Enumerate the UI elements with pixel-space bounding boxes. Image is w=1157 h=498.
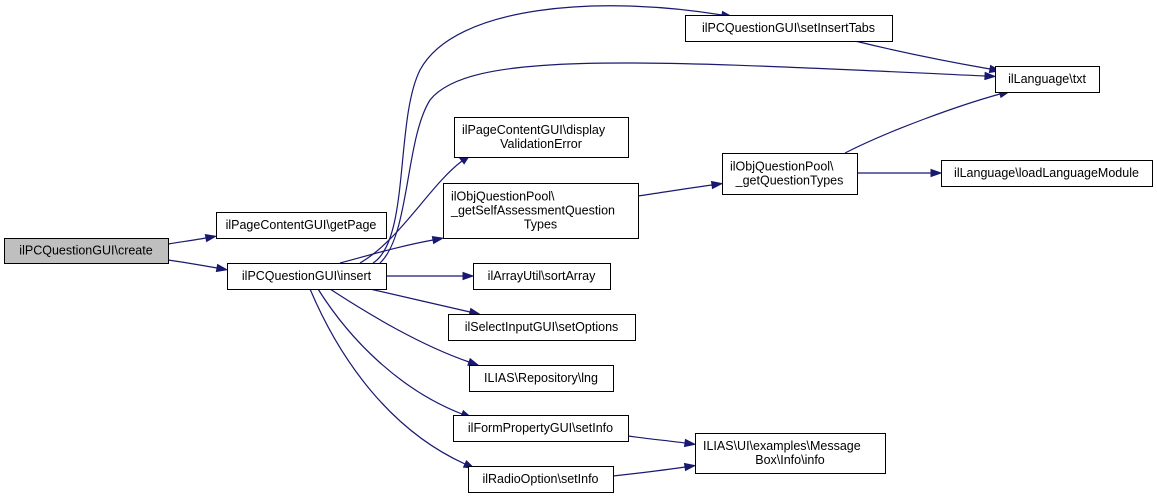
node-box[interactable]	[695, 433, 886, 474]
edge-line	[369, 288, 471, 313]
edge-line	[379, 62, 986, 264]
node-label: ilLanguage\loadLanguageModule	[954, 166, 1139, 180]
edge-line	[317, 288, 463, 415]
node-box[interactable]	[722, 153, 858, 195]
node-formSetInfo[interactable]: ilFormPropertyGUI\setInfo	[453, 415, 629, 442]
node-label: ilPCQuestionGUI\insert	[242, 269, 372, 283]
node-label: ilPCQuestionGUI\create	[19, 244, 152, 258]
node-box[interactable]	[941, 160, 1153, 187]
edge-getQuestionTypes-to-txt	[844, 90, 1012, 154]
node-label: ilPageContentGUI\getPage	[226, 218, 377, 232]
node-label: ilObjQuestionPool\	[730, 160, 834, 174]
node-label: ilObjQuestionPool\	[451, 190, 555, 204]
node-box[interactable]	[443, 183, 639, 239]
edge-insert-to-getSelfAssessmentQuestionTypes	[339, 235, 445, 264]
edges-layer	[167, 5, 1012, 477]
node-label: _getQuestionTypes	[735, 174, 844, 188]
edge-formSetInfo-to-info	[627, 435, 697, 448]
edge-line	[612, 466, 686, 477]
node-setInsertTabs[interactable]: ilPCQuestionGUI\setInsertTabs	[685, 15, 893, 42]
node-box[interactable]	[685, 15, 893, 42]
node-box[interactable]	[4, 238, 169, 264]
node-label: ilLanguage\txt	[1008, 72, 1086, 86]
node-label: ILIAS\UI\examples\Message	[703, 439, 861, 453]
node-setOptions[interactable]: ilSelectInputGUI\setOptions	[448, 314, 636, 341]
node-box[interactable]	[227, 263, 387, 290]
arrowhead-icon	[683, 438, 697, 448]
arrowhead-icon	[710, 180, 724, 190]
arrowhead-icon	[431, 235, 445, 245]
node-label: ilPCQuestionGUI\setInsertTabs	[702, 21, 875, 35]
node-getQuestionTypes[interactable]: ilObjQuestionPool\_getQuestionTypes	[722, 153, 858, 195]
node-loadLanguageModule[interactable]: ilLanguage\loadLanguageModule	[941, 160, 1153, 187]
edge-line	[309, 288, 466, 465]
edge-line	[339, 239, 434, 264]
edge-insert-to-txt	[379, 62, 997, 264]
arrowhead-icon	[984, 71, 997, 81]
arrowhead-icon	[683, 462, 697, 472]
node-box[interactable]	[473, 263, 611, 290]
edge-radioSetInfo-to-info	[612, 462, 697, 477]
node-getSelfAssessmentQuestionTypes[interactable]: ilObjQuestionPool\_getSelfAssessmentQues…	[443, 183, 639, 239]
node-label: ilArrayUtil\sortArray	[488, 269, 596, 283]
arrowhead-icon	[930, 168, 943, 178]
node-label: ValidationError	[500, 137, 582, 151]
arrowhead-icon	[215, 263, 229, 273]
node-box[interactable]	[469, 365, 614, 392]
edge-line	[627, 435, 686, 444]
arrowhead-icon	[467, 357, 480, 366]
node-box[interactable]	[454, 117, 629, 158]
node-box[interactable]	[468, 466, 614, 493]
node-insert[interactable]: ilPCQuestionGUI\insert	[227, 263, 387, 290]
edge-setInsertTabs-to-txt	[854, 40, 1002, 74]
node-box[interactable]	[995, 66, 1100, 93]
edge-getQuestionTypes-to-loadLanguageModule	[857, 168, 943, 178]
node-label: ilPageContentGUI\display	[462, 123, 606, 137]
node-box[interactable]	[216, 212, 387, 239]
node-label: Box\Info\info	[755, 453, 825, 467]
node-box[interactable]	[453, 415, 629, 442]
node-label: ilFormPropertyGUI\setInfo	[468, 421, 613, 435]
node-radioSetInfo[interactable]: ilRadioOption\setInfo	[468, 466, 614, 493]
edge-line	[167, 237, 207, 245]
node-create[interactable]: ilPCQuestionGUI\create	[4, 238, 169, 264]
edge-getSelfAssessmentQuestionTypes-to-getQuestionTypes	[637, 180, 724, 197]
node-getPage[interactable]: ilPageContentGUI\getPage	[216, 212, 387, 239]
edge-line	[637, 184, 713, 197]
edge-line	[844, 93, 1001, 154]
edge-create-to-getPage	[167, 233, 218, 245]
node-label: ILIAS\Repository\lng	[484, 371, 598, 385]
arrowhead-icon	[204, 233, 218, 243]
node-box[interactable]	[448, 314, 636, 341]
node-label: _getSelfAssessmentQuestion	[450, 204, 615, 218]
nodes-layer: ilPCQuestionGUI\create ilPageContentGUI\g…	[4, 15, 1153, 493]
edge-insert-to-formSetInfo	[317, 288, 473, 419]
node-label: Types	[524, 218, 557, 232]
node-label: ilSelectInputGUI\setOptions	[465, 320, 619, 334]
node-txt[interactable]: ilLanguage\txt	[995, 66, 1100, 93]
node-label: ilRadioOption\setInfo	[482, 472, 598, 486]
node-lng[interactable]: ILIAS\Repository\lng	[469, 365, 614, 392]
arrowhead-icon	[462, 271, 475, 281]
edge-line	[372, 5, 723, 264]
edge-line	[167, 259, 218, 269]
edge-insert-to-sortArray	[386, 271, 475, 281]
edge-insert-to-setOptions	[369, 288, 482, 316]
node-sortArray[interactable]: ilArrayUtil\sortArray	[473, 263, 611, 290]
edge-create-to-insert	[167, 259, 229, 273]
edge-line	[329, 288, 470, 363]
edge-line	[854, 40, 991, 70]
